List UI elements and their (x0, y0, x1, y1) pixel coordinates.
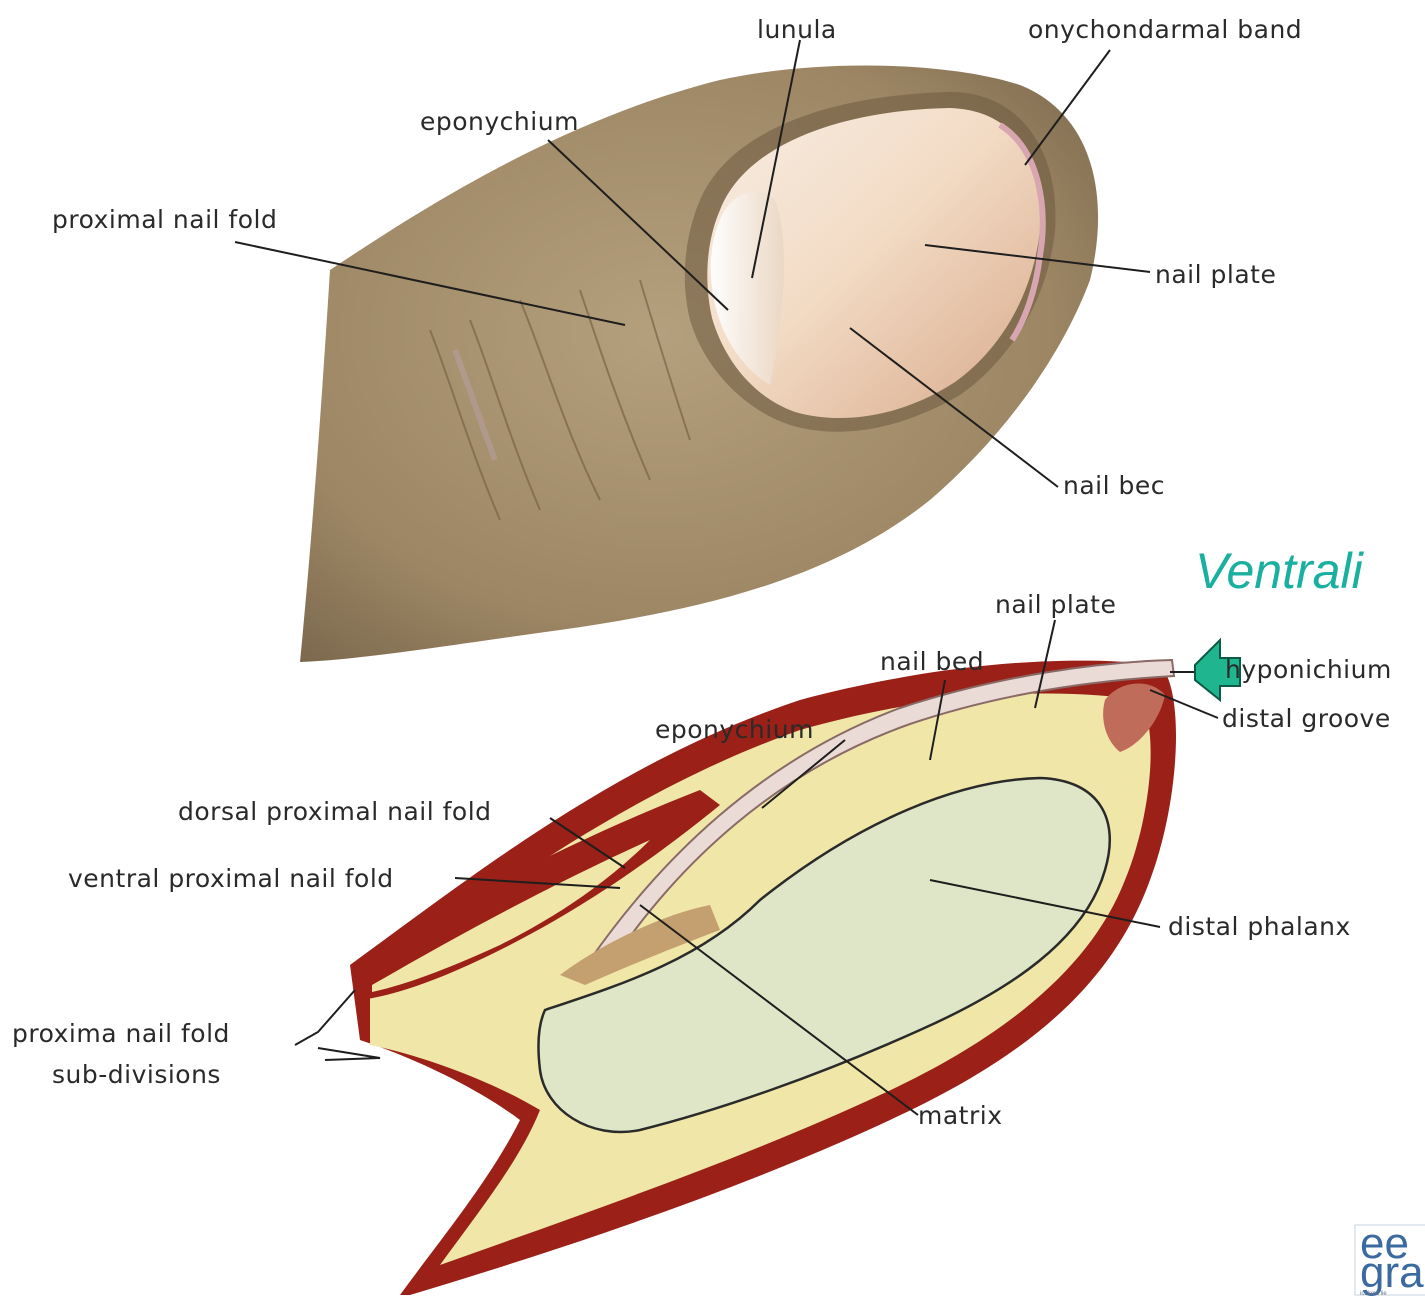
label-proximal-nail-fold: proximal nail fold (52, 205, 277, 234)
label-matrix: matrix (918, 1101, 1003, 1130)
nail-cross-section (350, 660, 1176, 1295)
label-onychodermal-band: onychondarmal band (1028, 15, 1302, 44)
label-nail-bed-top: nail bec (1063, 471, 1165, 500)
label-nail-plate-top: nail plate (1155, 260, 1276, 289)
label-ventral-proximal-nail-fold: ventral proximal nail fold (68, 864, 394, 893)
label-distal-groove: distal groove (1222, 704, 1391, 733)
label-hyponichium: hyponichium (1225, 655, 1392, 684)
logo-line-2: gra (1360, 1248, 1424, 1297)
logo-tagline: iceland lie (1360, 1291, 1387, 1297)
label-distal-phalanx: distal phalanx (1168, 912, 1351, 941)
label-dorsal-proximal-nail-fold: dorsal proximal nail fold (178, 797, 492, 826)
label-proximal-subdivisions-2: sub-divisions (52, 1060, 221, 1089)
label-proximal-subdivisions-1: proxima nail fold (12, 1019, 230, 1048)
ventral-heading: Ventrali (1195, 543, 1365, 599)
label-nail-plate-bottom: nail plate (995, 590, 1116, 619)
label-eponychium-bottom: eponychium (655, 715, 814, 744)
finger-external-view (300, 65, 1098, 662)
label-eponychium-top: eponychium (420, 107, 579, 136)
label-nail-bed-bottom: nail bed (880, 647, 984, 676)
eea-grants-logo-icon: ee gra iceland lie (1355, 1219, 1425, 1297)
label-lunula: lunula (757, 15, 837, 44)
